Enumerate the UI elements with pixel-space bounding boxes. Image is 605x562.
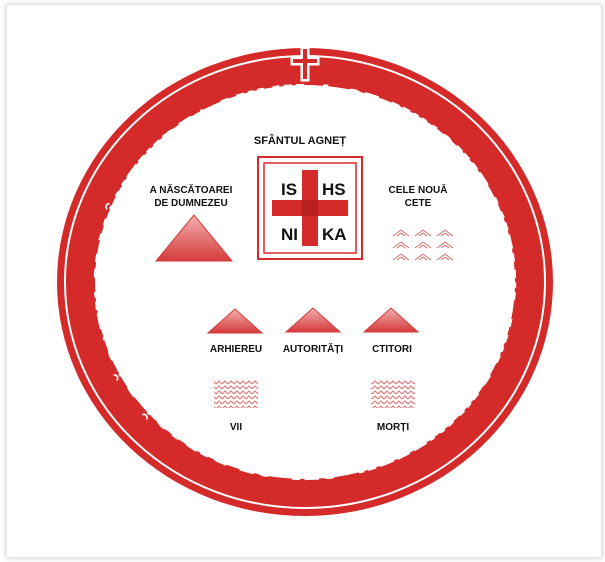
departed-particles bbox=[371, 380, 415, 408]
seal-letter-hs: HS bbox=[322, 180, 346, 199]
seal-letter-is: IS bbox=[281, 180, 297, 199]
middle-label-authorities: AUTORITĂȚI bbox=[283, 342, 344, 355]
hierarch-triangle bbox=[206, 308, 264, 334]
middle-label-hierarch: ARHIEREU bbox=[210, 344, 262, 355]
right-label-line2: CETE bbox=[405, 198, 432, 209]
ring-cross-icon bbox=[290, 46, 320, 82]
seal-cross-icon bbox=[272, 170, 348, 246]
theotokos-triangle bbox=[154, 214, 234, 262]
middle-label-founders: CTITORI bbox=[372, 344, 412, 355]
nine-ranks-grid bbox=[392, 229, 454, 261]
inner-border bbox=[90, 80, 520, 484]
seal-letter-ni: NI bbox=[281, 225, 298, 244]
bottom-label-departed: MORȚI bbox=[377, 422, 409, 433]
center-title: SFÂNTUL AGNEȚ bbox=[254, 134, 347, 147]
living-particles bbox=[214, 380, 258, 408]
bottom-label-living: VII bbox=[230, 422, 242, 433]
seal-letter-ka: KA bbox=[322, 225, 347, 244]
founders-triangle bbox=[362, 307, 420, 333]
agnet-seal: IS HS NI KA bbox=[257, 156, 363, 260]
left-label-line2: DE DUMNEZEU bbox=[154, 198, 227, 209]
left-label-line1: A NĂSCĂTOAREI bbox=[150, 183, 233, 196]
right-label-line1: CELE NOUĂ bbox=[389, 183, 448, 196]
authorities-triangle bbox=[284, 307, 342, 333]
